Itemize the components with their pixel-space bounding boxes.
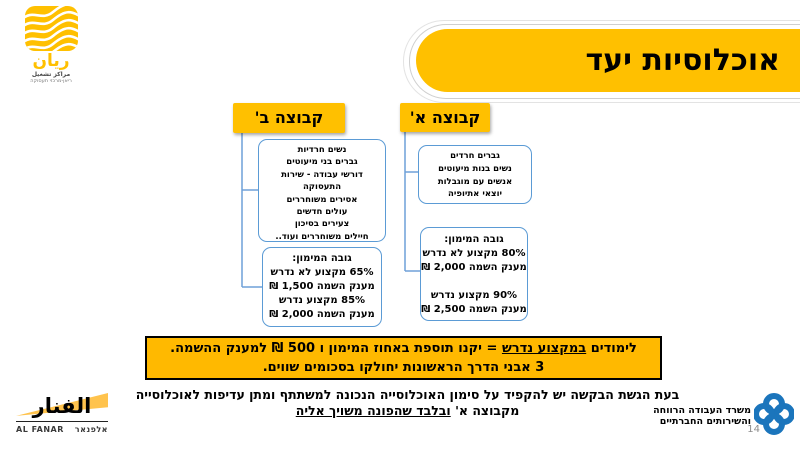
- rayan-logo-name: ريان: [32, 51, 70, 71]
- list-item: [421, 275, 527, 289]
- footer-note-line2: מקבוצה א' ובלבד שהפונה משויך אליה: [110, 403, 705, 419]
- list-item: יוצאי אתיופיה: [448, 189, 502, 200]
- list-item: נשים חרדיות: [297, 145, 347, 155]
- list-item: צעירים בסיכון: [294, 219, 350, 230]
- ministry-block: משרד העבודה הרווחה והשירותים החברתיים: [653, 392, 795, 440]
- rule-line1-prefix: לימודים: [586, 341, 637, 356]
- rayan-logo: ريان مراكز تشغيل ריאן-מרכזי תעסוקה: [22, 6, 80, 84]
- list-item: 65% מקצוע לא נדרש: [270, 267, 374, 278]
- ministry-knot-logo-icon: [753, 392, 795, 440]
- ministry-name: משרד העבודה הרווחה והשירותים החברתיים: [653, 405, 751, 428]
- group-b-header: קבוצה ב': [233, 103, 345, 133]
- rule-banner-line2: 3 אבני הדרך הראשונות יחולקו בסכומים שווי…: [262, 360, 545, 375]
- alfanar-latin-name: AL FANAR: [16, 425, 64, 434]
- list-item: נשים בנות מיעוטים: [438, 163, 512, 174]
- list-item: גברים בני מיעוטים: [286, 157, 358, 168]
- alfanar-logo-icon: الفنار: [16, 391, 108, 423]
- list-item: מענק השמה 2,000 ₪: [269, 309, 375, 320]
- footer-line2-underlined: ובלבד שהפונה משויך אליה: [295, 402, 451, 418]
- group-a-populations-box: גברים חרדים נשים בנות מיעוטים אנשים עם מוג…: [418, 145, 532, 204]
- alfanar-hebrew-name: אלפנאר: [74, 425, 108, 434]
- rayan-logo-subtitle-arabic: مراكز تشغيل: [31, 71, 71, 78]
- footer-line2-prefix: מקבוצה א': [450, 402, 520, 418]
- list-item: אסירים משוחררים: [286, 194, 358, 205]
- ministry-name-line2: והשירותים החברתיים: [659, 416, 751, 427]
- rule-banner: לימודים במקצוע נדרש = יקנו תוספת באחוז ה…: [145, 336, 662, 380]
- alfanar-arabic-wordmark: الفنار: [16, 391, 108, 422]
- group-a-funding-box: גובה המימון: 80% מקצוע לא נדרש מענק השמה …: [420, 227, 528, 321]
- rayan-logo-icon: [24, 6, 78, 51]
- page-number: 14: [747, 424, 760, 435]
- rule-line1-suffix: = יקנו תוספת באחוז המימון ו 500 ₪ למענק …: [170, 341, 502, 356]
- list-item: מענק השמה 1,500 ₪: [269, 281, 375, 292]
- rule-banner-line1: לימודים במקצוע נדרש = יקנו תוספת באחוז ה…: [147, 339, 660, 358]
- group-b-funding-title: גובה המימון:: [292, 253, 352, 264]
- group-b-funding-box: גובה המימון: 65% מקצוע לא נדרש מענק השמה …: [262, 247, 382, 327]
- group-b-funding-lines: 65% מקצוע לא נדרש מענק השמה 1,500 ₪ 85% מק…: [263, 266, 381, 322]
- footer-note-line1: בעת הגשת הבקשה יש להקפיד על סימון האוכלו…: [135, 387, 680, 402]
- group-a-funding-title: גובה המימון:: [444, 234, 504, 245]
- list-item: דורשי עבודה - שירות התעסוקה: [281, 169, 363, 193]
- list-item: מענק השמה 2,000 ₪: [421, 262, 527, 273]
- list-item: עולים חדשים: [296, 207, 348, 218]
- list-item: אנשים עם מוגבלות: [437, 176, 513, 187]
- ministry-name-line1: משרד העבודה הרווחה: [653, 404, 751, 416]
- footer-note: בעת הגשת הבקשה יש להקפיד על סימון האוכלו…: [110, 387, 705, 418]
- list-item: 90% מקצוע נדרש: [430, 290, 518, 301]
- group-a-header: קבוצה א': [400, 103, 490, 132]
- list-item: חיילים משוחררים ועוד..: [275, 231, 369, 242]
- rayan-logo-subtitle-hebrew: ריאן-מרכזי תעסוקה: [30, 78, 72, 84]
- page-title: אוכלוסיות יעד: [416, 29, 800, 92]
- rule-line1-underlined: במקצוע נדרש: [501, 341, 587, 356]
- list-item: גברים חרדים: [450, 151, 500, 161]
- alfanar-logo: الفنار AL FANAR אלפנאר: [16, 391, 108, 434]
- list-item: 85% מקצוע נדרש: [278, 295, 366, 306]
- list-item: 80% מקצוע לא נדרש: [422, 248, 526, 259]
- list-item: מענק השמה 2,500 ₪: [421, 304, 527, 315]
- group-a-funding-lines: 80% מקצוע לא נדרש מענק השמה 2,000 ₪ 90% מק…: [421, 247, 527, 317]
- alfanar-caption: AL FANAR אלפנאר: [16, 425, 108, 434]
